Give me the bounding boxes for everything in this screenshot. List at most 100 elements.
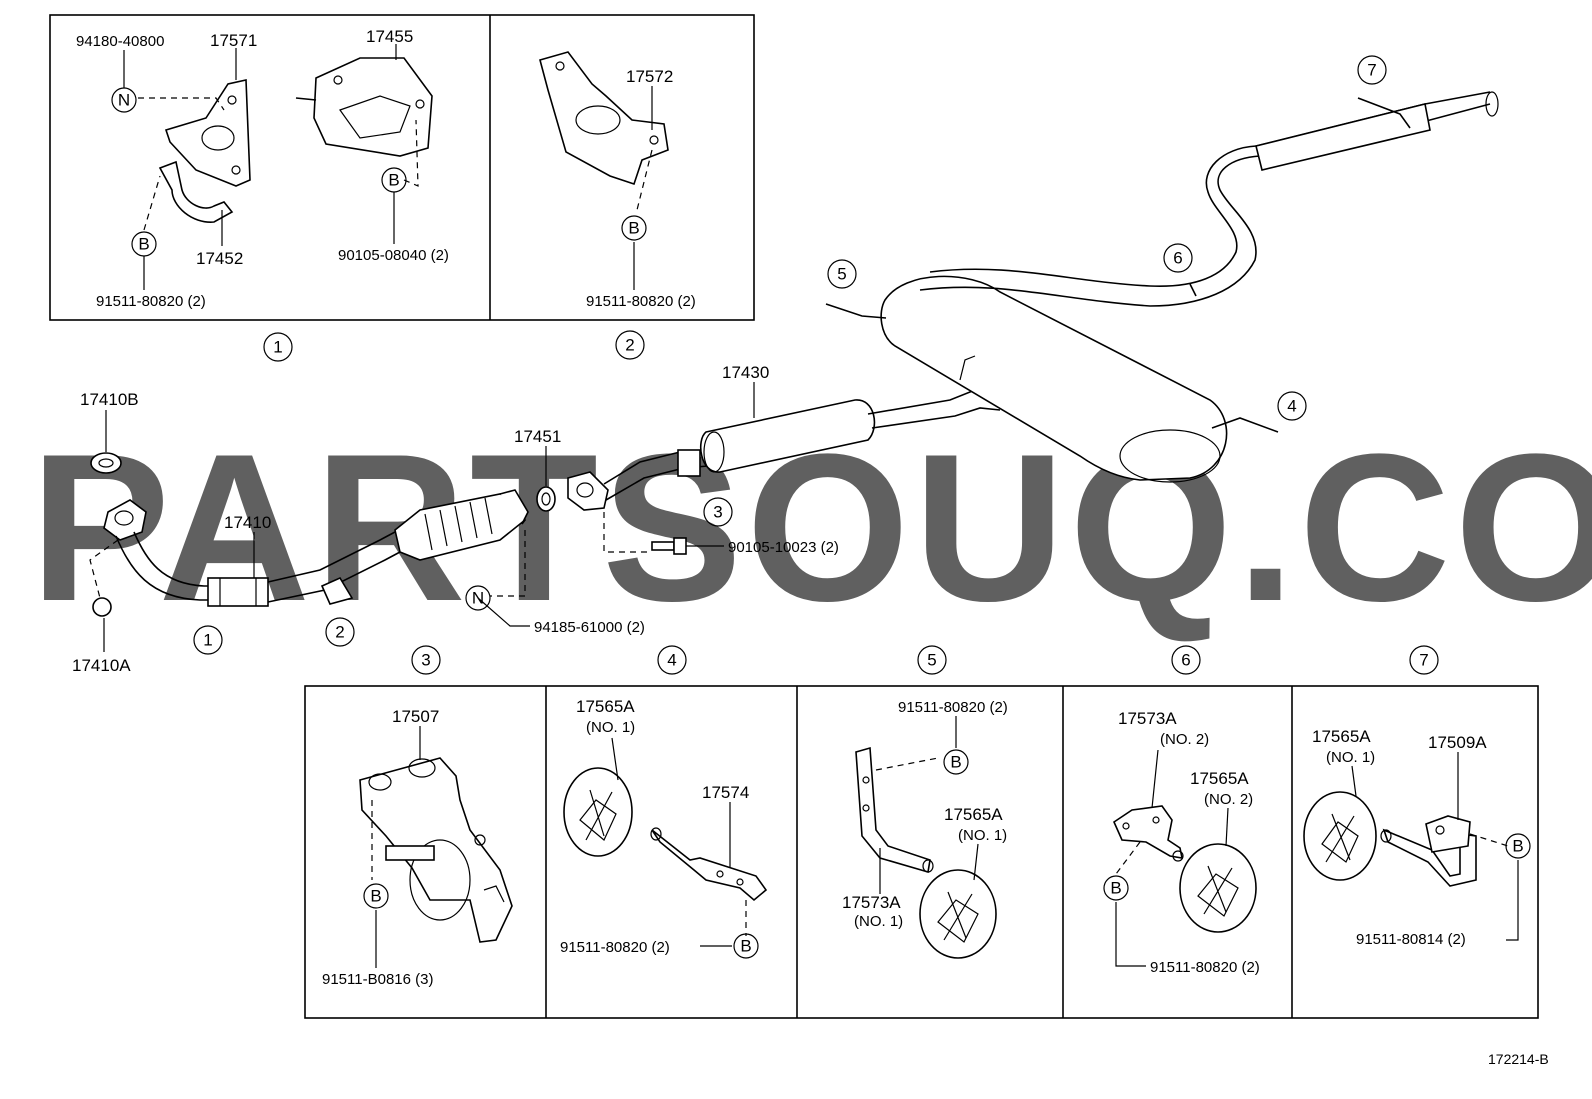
label-17507[interactable]: 17507 xyxy=(392,707,439,726)
hanger-17565A-box7-drawing[interactable] xyxy=(1303,791,1377,881)
label-91511-80820-inset4[interactable]: 91511-80820 (2) xyxy=(560,939,670,956)
ref-5-inset-label[interactable]: 5 xyxy=(917,645,947,675)
diagram-id: 172214-B xyxy=(1488,1051,1549,1067)
label-91511-80820-inset6[interactable]: 91511-80820 (2) xyxy=(1150,959,1260,976)
ref-number: 3 xyxy=(421,651,430,670)
label-91511-80820-inset5[interactable]: 91511-80820 (2) xyxy=(898,699,1008,716)
label-91511-B0816[interactable]: 91511-B0816 (3) xyxy=(322,971,433,988)
front-ring-17410A[interactable] xyxy=(92,597,112,617)
bracket-17573A-box6-drawing[interactable] xyxy=(1112,805,1184,862)
label-17565A-inset7[interactable]: 17565A xyxy=(1312,727,1371,746)
nut-callout-inset1[interactable]: N xyxy=(111,87,137,113)
bracket-17574-drawing[interactable] xyxy=(650,827,768,902)
label-17565A-inset6[interactable]: 17565A xyxy=(1190,769,1249,788)
main-muffler-drawing[interactable] xyxy=(825,275,1279,483)
label-91511-80820-inset1[interactable]: 91511-80820 (2) xyxy=(96,293,206,310)
label-17573A-inset5-note[interactable]: (NO. 1) xyxy=(854,913,903,930)
dash-center-bolt xyxy=(603,512,650,553)
bolt-symbol: B xyxy=(628,219,639,238)
ref-4-main[interactable]: 4 xyxy=(1277,391,1307,421)
bolt-callout-inset3[interactable]: B xyxy=(363,883,389,909)
label-17452[interactable]: 17452 xyxy=(196,249,243,268)
label-17509A[interactable]: 17509A xyxy=(1428,733,1487,752)
label-17565A-inset6-note[interactable]: (NO. 2) xyxy=(1204,791,1253,808)
label-17430[interactable]: 17430 xyxy=(722,363,769,382)
bolt-callout-inset4[interactable]: B xyxy=(733,933,759,959)
dash-inset1-bolt-a xyxy=(403,119,419,187)
gasket-17451[interactable] xyxy=(536,486,556,512)
label-17565A-inset7-note[interactable]: (NO. 1) xyxy=(1326,749,1375,766)
label-17574[interactable]: 17574 xyxy=(702,783,749,802)
front-gasket-17410B[interactable] xyxy=(90,452,122,474)
bolt-callout-inset6[interactable]: B xyxy=(1103,875,1129,901)
ref-7-main[interactable]: 7 xyxy=(1357,55,1387,85)
ref-2-main[interactable]: 2 xyxy=(325,617,355,647)
inset-box-bottom xyxy=(304,685,1539,1019)
bolt-callout-inset7[interactable]: B xyxy=(1505,833,1531,859)
ref-number: 7 xyxy=(1367,61,1376,80)
label-17410A[interactable]: 17410A xyxy=(72,656,131,675)
front-pipe-drawing[interactable] xyxy=(103,499,401,607)
label-17573A-inset6[interactable]: 17573A xyxy=(1118,709,1177,728)
label-94185-61000[interactable]: 94185-61000 (2) xyxy=(534,619,645,636)
bracket-17509A-drawing[interactable] xyxy=(1380,815,1477,887)
ref-number: 3 xyxy=(713,503,722,522)
ref-3-main[interactable]: 3 xyxy=(703,497,733,527)
label-17451[interactable]: 17451 xyxy=(514,427,561,446)
clamp-17452-drawing[interactable] xyxy=(158,160,234,223)
nut-symbol: N xyxy=(472,589,484,608)
support-17455-drawing[interactable] xyxy=(295,57,433,157)
ref-number: 2 xyxy=(625,336,634,355)
label-17410B[interactable]: 17410B xyxy=(80,390,139,409)
bolt-callout-inset1-b[interactable]: B xyxy=(131,231,157,257)
bolt-callout-inset1-a[interactable]: B xyxy=(381,167,407,193)
label-91511-80814[interactable]: 91511-80814 (2) xyxy=(1356,931,1466,948)
label-17571[interactable]: 17571 xyxy=(210,31,257,50)
bracket-17571-drawing[interactable] xyxy=(164,79,251,187)
hanger-17565A-box5-drawing[interactable] xyxy=(919,869,997,959)
label-17565A-inset5[interactable]: 17565A xyxy=(944,805,1003,824)
label-17573A-inset6-note[interactable]: (NO. 2) xyxy=(1160,731,1209,748)
label-17455[interactable]: 17455 xyxy=(366,27,413,46)
label-90105-10023[interactable]: 90105-10023 (2) xyxy=(728,539,839,556)
ref-1-main[interactable]: 1 xyxy=(193,625,223,655)
label-17565A-inset5-note[interactable]: (NO. 1) xyxy=(958,827,1007,844)
dash-front-gasket xyxy=(89,539,119,599)
dash-cat-nut xyxy=(490,530,526,597)
bolt-symbol: B xyxy=(740,937,751,956)
label-91511-80820-inset2[interactable]: 91511-80820 (2) xyxy=(586,293,696,310)
inset-box-top xyxy=(49,14,755,321)
dash-inset1-nut xyxy=(138,97,225,111)
bolt-symbol: B xyxy=(388,171,399,190)
bracket-17572-drawing[interactable] xyxy=(539,51,669,186)
ref-number: 1 xyxy=(273,338,282,357)
label-17573A-inset5[interactable]: 17573A xyxy=(842,893,901,912)
label-90105-08040[interactable]: 90105-08040 (2) xyxy=(338,247,449,264)
ref-6-inset-label[interactable]: 6 xyxy=(1171,645,1201,675)
bolt-callout-inset2[interactable]: B xyxy=(621,215,647,241)
center-pipe-drawing[interactable] xyxy=(567,383,1001,511)
bracket-17573A-box5-drawing[interactable] xyxy=(855,746,934,874)
label-17572[interactable]: 17572 xyxy=(626,67,673,86)
bracket-17507-drawing[interactable] xyxy=(359,757,513,943)
ref-6-main[interactable]: 6 xyxy=(1163,243,1193,273)
ref-7-inset-label[interactable]: 7 xyxy=(1409,645,1439,675)
ref-5-main[interactable]: 5 xyxy=(827,259,857,289)
ref-4-inset-label[interactable]: 4 xyxy=(657,645,687,675)
catalytic-converter-drawing[interactable] xyxy=(394,489,529,561)
label-17565A-inset4[interactable]: 17565A xyxy=(576,697,635,716)
label-17410[interactable]: 17410 xyxy=(224,513,271,532)
label-17565A-inset4-note[interactable]: (NO. 1) xyxy=(586,719,635,736)
bolt-symbol: B xyxy=(1512,837,1523,856)
ref-number: 4 xyxy=(1287,397,1296,416)
hanger-17565A-box6-drawing[interactable] xyxy=(1179,843,1257,933)
bolt-callout-inset5[interactable]: B xyxy=(943,749,969,775)
tail-pipe-drawing[interactable] xyxy=(919,91,1499,307)
hanger-17565A-box4-drawing[interactable] xyxy=(563,767,633,857)
ref-2-inset-label[interactable]: 2 xyxy=(615,330,645,360)
ref-1-inset-label[interactable]: 1 xyxy=(263,332,293,362)
label-94180-40800[interactable]: 94180-40800 xyxy=(76,33,164,50)
nut-callout-main[interactable]: N xyxy=(465,585,491,611)
ref-3-inset-label[interactable]: 3 xyxy=(411,645,441,675)
